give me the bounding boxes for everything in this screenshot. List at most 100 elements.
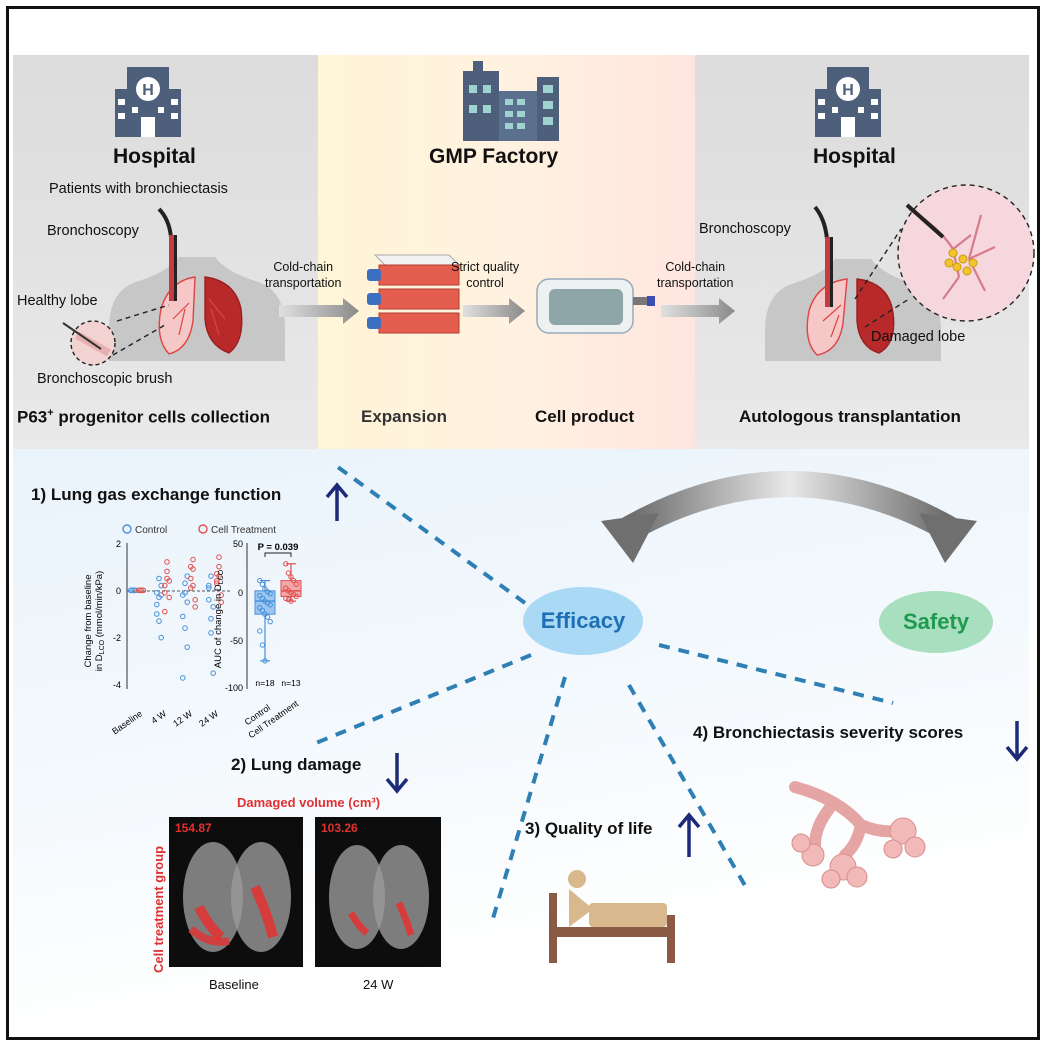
quality-line1: Strict quality <box>451 260 520 274</box>
hospital-icon: H <box>815 67 881 137</box>
scatter-point <box>154 601 160 608</box>
ytick: -50 <box>230 636 243 646</box>
scatter-point <box>162 582 168 589</box>
gas-exchange-label: 1) Lung gas exchange function <box>31 485 282 504</box>
scatter-point <box>166 594 172 601</box>
scatter-point <box>214 580 220 587</box>
scatter-point <box>208 573 214 579</box>
scatter-point <box>138 587 144 594</box>
up-arrow-icon <box>325 482 349 521</box>
box-point <box>267 590 273 597</box>
xtick: Baseline <box>110 708 144 736</box>
scatter-point <box>182 625 188 632</box>
quality-line2: control <box>466 276 504 290</box>
scatter-point <box>216 563 222 570</box>
figure-frame: H H <box>6 6 1040 1040</box>
box-point <box>293 581 299 588</box>
scatter-point <box>162 589 168 596</box>
scatter-point <box>184 644 190 650</box>
box-point <box>262 658 268 664</box>
scatter-point <box>216 554 222 561</box>
box-point <box>288 598 294 604</box>
scatter-point <box>188 575 194 582</box>
scatter-point <box>164 559 170 565</box>
svg-text:H: H <box>142 82 154 99</box>
connector-lines <box>310 463 894 926</box>
hospital-icon: H <box>115 67 181 137</box>
scatter-point <box>184 599 190 605</box>
svg-text:AUC of change in DLCO: AUC of change in DLCO <box>213 569 225 668</box>
svg-text:in DLCO (mmol/min/kPa): in DLCO (mmol/min/kPa) <box>94 571 106 671</box>
left-title: Hospital <box>113 145 196 168</box>
xtick: 24 W <box>197 708 220 729</box>
ct-value-24w: 103.26 <box>321 821 358 835</box>
transport-line2: transportation <box>657 276 734 290</box>
ytick: 2 <box>116 539 121 549</box>
scatter-legend-control: Control <box>135 525 167 536</box>
trend-arrows <box>325 482 1029 857</box>
ct-value-baseline: 154.87 <box>175 821 212 835</box>
transport-label-left: Cold-chain transportation <box>265 259 341 291</box>
torso-with-damaged-lobe <box>765 259 941 361</box>
collection-step-rest: progenitor cells collection <box>53 407 271 427</box>
scatter-ylabel-tail: (mmol/min/kPa) <box>94 571 105 640</box>
box-ylabel: AUC of change in D <box>213 584 224 668</box>
bronchoscopy-label-right: Bronchoscopy <box>699 221 791 237</box>
box-point <box>259 607 266 614</box>
box-point <box>259 642 266 648</box>
scatter-ylabel-sub: LCO <box>99 639 106 654</box>
expansion-label: Expansion <box>361 407 447 426</box>
ytick: -100 <box>225 683 243 693</box>
cell-product-label: Cell product <box>535 407 635 426</box>
xtick: 4 W <box>149 708 168 726</box>
box-chart: 50 0 -50 -100 AUC of change in DLCO P = … <box>213 539 302 740</box>
transport-label-right: Cold-chain transportation <box>657 259 733 291</box>
curved-arrow <box>622 471 956 541</box>
arrowhead-efficacy <box>601 513 659 563</box>
scatter-point <box>218 592 224 598</box>
scatter-point <box>132 587 138 594</box>
ytick: -2 <box>113 633 121 643</box>
box-point <box>288 574 294 580</box>
scatter-point <box>208 615 214 622</box>
legend-marker-control <box>122 524 132 534</box>
scatter-point <box>156 618 162 624</box>
bronchoscope-icon <box>813 205 833 307</box>
box-point <box>283 561 289 567</box>
box-point <box>259 581 266 588</box>
scatter-point <box>182 589 188 596</box>
bronchoscopy-label-left: Bronchoscopy <box>47 223 139 239</box>
scatter-point <box>140 587 146 594</box>
transport-line1: Cold-chain <box>273 260 334 274</box>
arrowhead-safety <box>919 513 977 563</box>
ct-image-baseline: 154.87 <box>169 817 303 967</box>
brush-inset <box>62 304 170 366</box>
bed-icon <box>549 870 675 963</box>
n-treatment: n=13 <box>281 678 300 688</box>
scatter-point <box>162 608 168 615</box>
scatter-point <box>190 556 196 563</box>
up-arrow-icon <box>677 812 701 857</box>
box-point <box>290 577 297 584</box>
efficacy-node: Efficacy <box>523 587 643 655</box>
scatter-point <box>130 587 136 594</box>
ytick: 0 <box>238 588 243 598</box>
patients-label: Patients with bronchiectasis <box>49 181 228 197</box>
svg-text:H: H <box>842 82 854 99</box>
right-title: Hospital <box>813 145 896 168</box>
box-point <box>257 577 263 584</box>
process-arrow <box>279 298 359 324</box>
scatter-point <box>154 611 160 617</box>
box-point <box>257 628 263 634</box>
lung-damage-label: 2) Lung damage <box>231 755 362 774</box>
scatter-point <box>156 575 162 582</box>
scatter-point <box>206 597 212 603</box>
scatter-point <box>218 599 224 605</box>
down-arrow-icon <box>1005 721 1029 762</box>
culture-flask-icon <box>367 254 461 334</box>
ytick: -4 <box>113 680 121 690</box>
xtick: 12 W <box>171 708 194 729</box>
process-arrow <box>661 298 735 324</box>
scatter-point <box>192 597 198 603</box>
scatter-point <box>210 604 216 610</box>
